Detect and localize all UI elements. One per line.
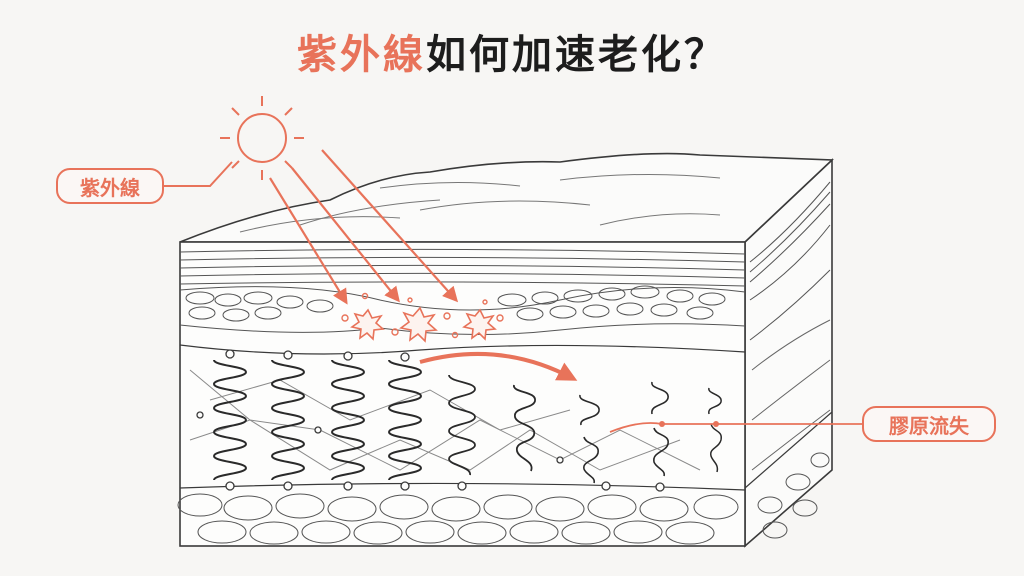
skin-block-front-face	[179, 241, 746, 547]
basal-cell-layer	[179, 285, 746, 336]
collagen-spring-broken-2	[651, 381, 669, 477]
fiber-nodes	[196, 349, 665, 492]
subcutaneous-fat-layer	[177, 493, 739, 545]
collagen-loss-label: 膠原流失	[862, 406, 996, 442]
fiber-network	[189, 369, 701, 471]
collagen-spring-broken-1	[579, 394, 600, 484]
page-title: 紫外線如何加速老化？	[0, 22, 1024, 80]
collagen-spring-intact-1	[212, 359, 248, 481]
uv-ray-2	[291, 167, 400, 303]
collagen-spring-intact-4	[387, 359, 423, 481]
collagen-spring-loosening-1	[448, 374, 476, 476]
collagen-fibers	[212, 359, 722, 484]
collagen-spring-loosening-2	[513, 384, 536, 472]
degradation-progress-arrow	[419, 351, 578, 381]
damage-burst-2	[399, 306, 438, 343]
skin-block-top-surface	[179, 152, 834, 243]
uv-ray-3	[321, 149, 459, 303]
damage-burst-3	[462, 308, 497, 341]
collagen-spring-broken-3	[708, 387, 722, 473]
uv-ray-1	[269, 177, 348, 305]
uv-damage-bursts	[350, 306, 497, 343]
epidermis-layer	[179, 248, 746, 287]
collagen-spring-intact-2	[270, 359, 306, 481]
sun-icon	[220, 96, 304, 180]
uv-label-leader-line	[164, 161, 233, 187]
title-highlight: 紫外線	[297, 32, 426, 78]
skin-block-side-face	[744, 158, 833, 548]
damage-burst-1	[350, 308, 385, 341]
title-rest: 如何加速老化？	[426, 32, 727, 78]
collagen-spring-intact-3	[330, 359, 366, 481]
uv-rays	[269, 149, 459, 305]
collagen-loss-leader-line	[609, 421, 862, 433]
uv-label: 紫外線	[56, 168, 164, 204]
uv-damage-sparkles	[341, 292, 504, 339]
